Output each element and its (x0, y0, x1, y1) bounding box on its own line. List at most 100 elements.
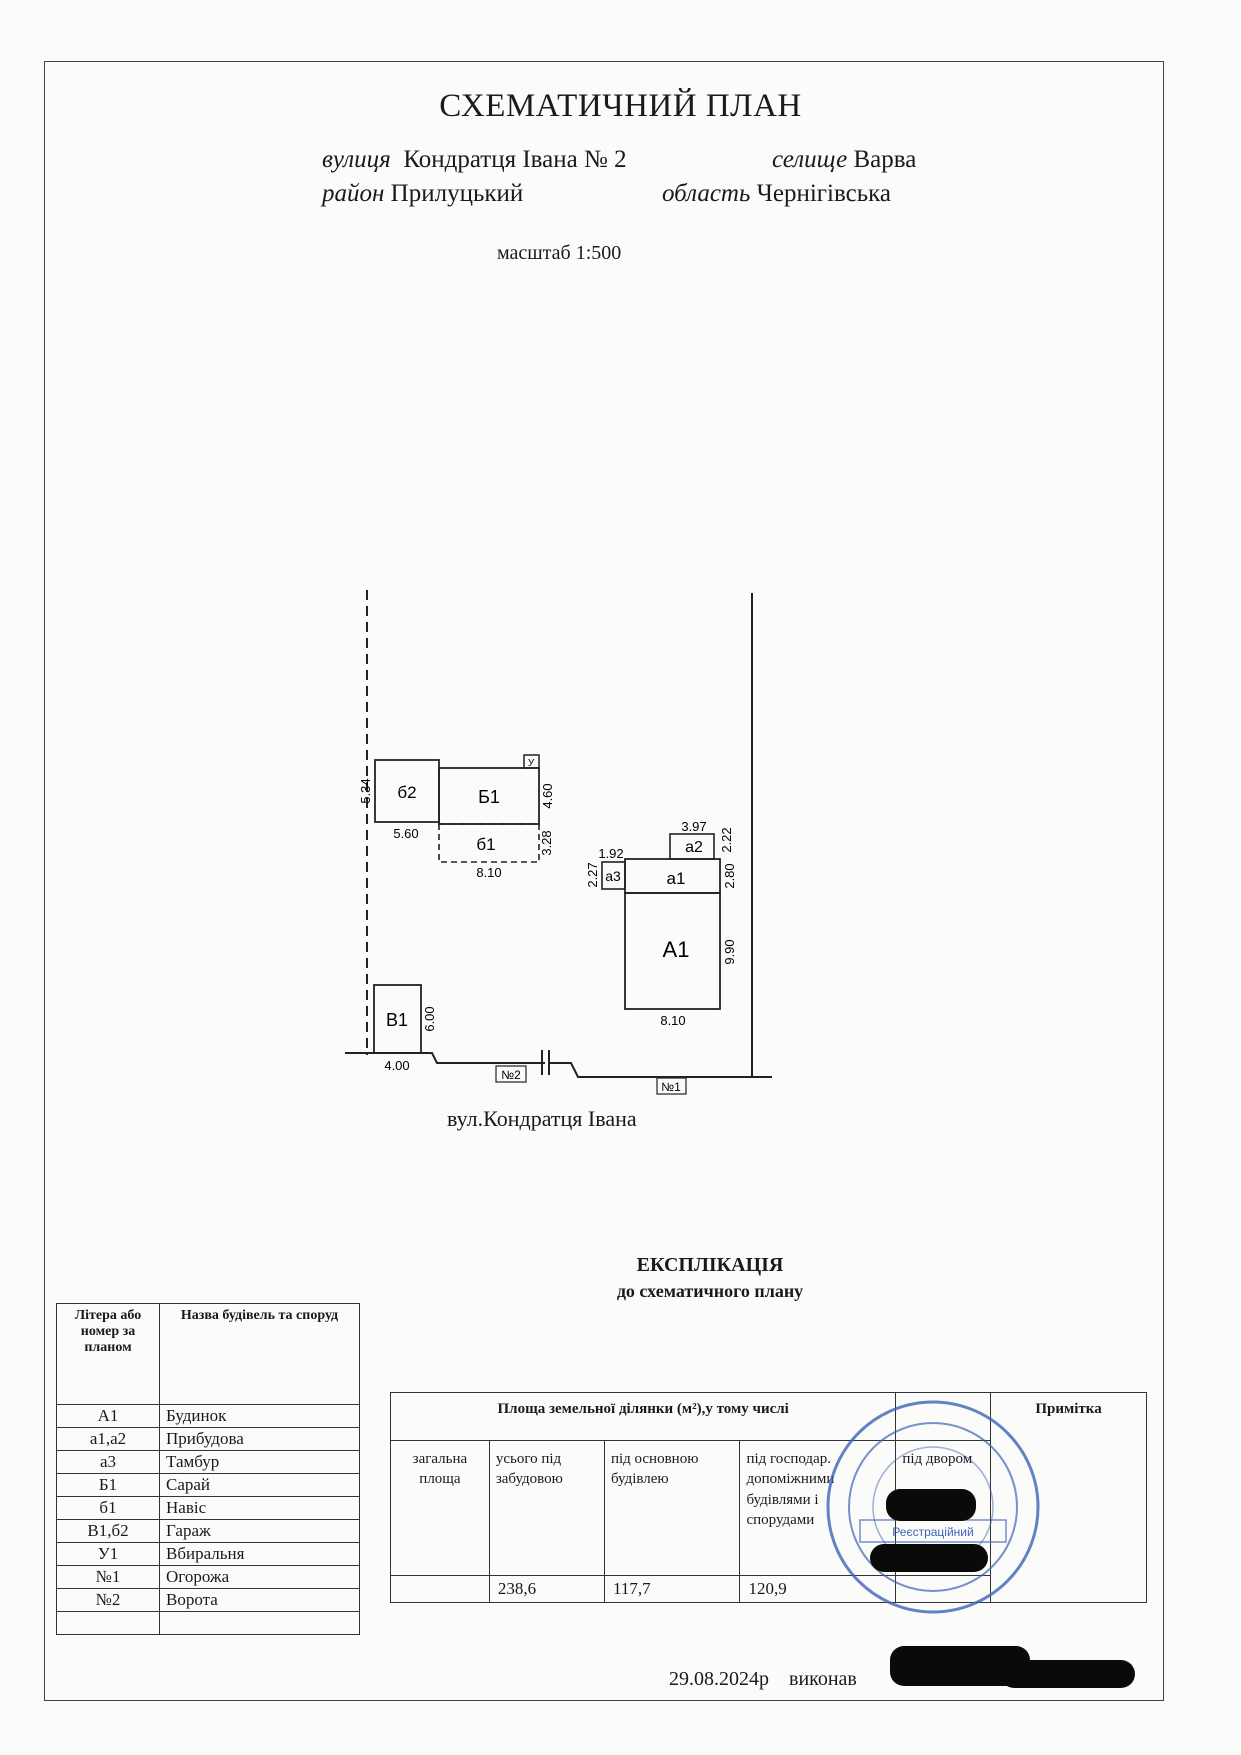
area-col-main: під основною будівлею (603, 1440, 741, 1576)
footer-date: 29.08.2024р (669, 1668, 769, 1690)
dim-2-22: 2.22 (719, 827, 734, 852)
legend-code (56, 1611, 160, 1635)
dim-6-00: 6.00 (422, 1006, 437, 1031)
footer-line: 29.08.2024р виконав (669, 1668, 857, 1691)
street-line: вулиця Кондратця Івана № 2 (322, 146, 627, 174)
legend-code: У1 (56, 1542, 160, 1566)
legend-name: Вбиральня (159, 1542, 360, 1566)
area-val-built: 238,6 (488, 1575, 605, 1603)
redaction-2 (870, 1544, 988, 1572)
label-V1: В1 (386, 1010, 408, 1030)
label-b1: б1 (476, 835, 495, 854)
legend-code: В1,б2 (56, 1519, 160, 1543)
area-values-row: 238,6 117,7 120,9 (390, 1575, 1147, 1603)
building-V1 (373, 984, 422, 1054)
table-row (56, 1611, 360, 1635)
legend-code: б1 (56, 1496, 160, 1520)
area-blank-header (895, 1392, 992, 1441)
legend-table: Літера або номер за планом Назва будівел… (56, 1303, 360, 1635)
legend-name: Ворота (159, 1588, 360, 1612)
district-value: Прилуцький (390, 180, 524, 207)
dim-8-10-house: 8.10 (660, 1013, 685, 1028)
label-a1: а1 (667, 869, 686, 888)
label-B1: Б1 (478, 787, 500, 807)
area-val-main: 117,7 (603, 1575, 741, 1603)
area-header: Площа земельної ділянки (м²),у тому числ… (389, 1392, 897, 1441)
dim-2-80: 2.80 (722, 863, 737, 888)
label-a3: а3 (605, 868, 621, 884)
legend-code: А1 (56, 1404, 160, 1428)
region-value: Чернігівська (756, 180, 891, 207)
stamp-text: Реєстраційний (892, 1525, 973, 1539)
legend-code: а3 (56, 1450, 160, 1474)
redaction-1 (886, 1489, 976, 1521)
legend-name (159, 1611, 360, 1635)
legend-name: Навіс (159, 1496, 360, 1520)
explication-subtitle: до схематичного плану (616, 1281, 804, 1301)
dim-8-10-shed: 8.10 (476, 865, 501, 880)
street-label: вулиця (322, 146, 391, 173)
site-plan: б2 Б1 У б1 а2 а3 а1 А1 В1 5.60 8.10 3.97… (345, 590, 772, 1095)
dim-4-60: 4.60 (540, 783, 555, 808)
redaction-4 (1000, 1660, 1135, 1688)
settlement-label: селище (772, 146, 848, 173)
footer-performed: виконав (789, 1668, 857, 1690)
building-b1 (438, 823, 540, 863)
settlement-line: селище Варва (772, 146, 916, 174)
legend-name: Огорожа (159, 1565, 360, 1589)
legend-code: №1 (56, 1565, 160, 1589)
legend-name: Прибудова (159, 1427, 360, 1451)
label-a2: а2 (685, 839, 703, 856)
legend-name: Будинок (159, 1404, 360, 1428)
legend-code: Б1 (56, 1473, 160, 1497)
district-label: район (322, 180, 385, 207)
legend-code: №2 (56, 1588, 160, 1612)
area-col-total: загальна площа (390, 1440, 490, 1576)
legend-code: а1,а2 (56, 1427, 160, 1451)
area-col-built: усього під забудовою (488, 1440, 605, 1576)
area-table: Площа земельної ділянки (м²),у тому числ… (389, 1392, 1147, 1603)
region-label: область (662, 180, 751, 207)
dim-1-92: 1.92 (598, 846, 623, 861)
dim-2-27: 2.27 (585, 862, 600, 887)
legend-name: Сарай (159, 1473, 360, 1497)
label-U: У (528, 758, 535, 769)
legend-name: Гараж (159, 1519, 360, 1543)
street-caption: вул.Кондратця Івана (447, 1106, 637, 1131)
fence-west (345, 1052, 545, 1064)
legend-col1-header: Літера або номер за планом (56, 1303, 160, 1405)
area-val-total (390, 1575, 490, 1603)
fence-east (549, 1062, 772, 1078)
dim-5-34: 5.34 (358, 778, 373, 803)
document-title: СХЕМАТИЧНИЙ ПЛАН (439, 88, 802, 124)
page-border (44, 61, 1164, 1701)
marker-n2-box (495, 1065, 527, 1083)
dim-3-97: 3.97 (681, 819, 706, 834)
district-line: район Прилуцький (322, 180, 523, 208)
area-val-aux: 120,9 (739, 1575, 897, 1603)
dim-3-28: 3.28 (539, 830, 554, 855)
region-line: область Чернігівська (662, 180, 891, 208)
marker-n1-box (656, 1077, 687, 1095)
dim-9-90: 9.90 (722, 939, 737, 964)
dim-4-00: 4.00 (384, 1058, 409, 1073)
dim-5-60: 5.60 (393, 826, 418, 841)
street-value: Кондратця Івана № 2 (403, 146, 627, 173)
label-A1: А1 (663, 937, 690, 962)
legend-col2-header: Назва будівель та споруд (159, 1303, 360, 1405)
marker-n1: №1 (661, 1080, 681, 1094)
label-b2: б2 (397, 783, 416, 802)
settlement-value: Варва (853, 146, 917, 173)
explication-title: ЕКСПЛІКАЦІЯ (636, 1254, 784, 1276)
plan-scale: масштаб 1:500 (497, 242, 622, 264)
legend-name: Тамбур (159, 1450, 360, 1474)
